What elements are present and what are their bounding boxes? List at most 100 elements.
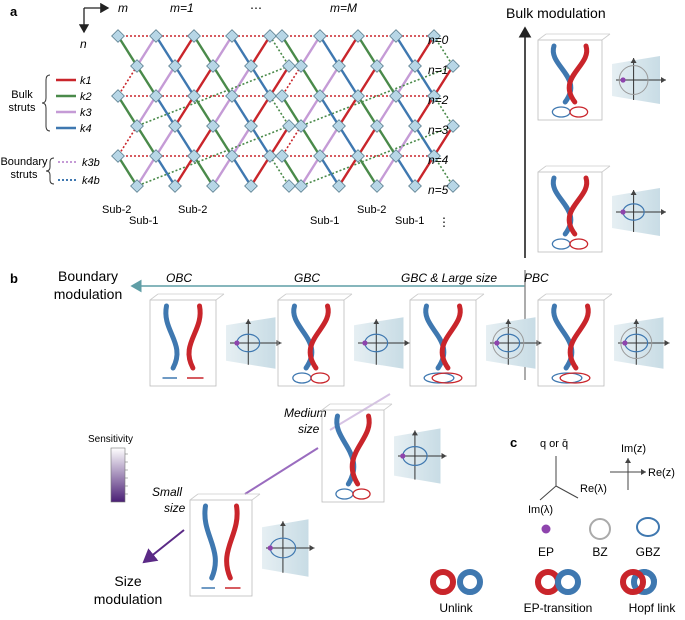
- lattice-strut: [280, 95, 303, 127]
- lattice-strut: [433, 35, 454, 67]
- lattice-node: [206, 119, 220, 133]
- row-labels: n=0 n=1 n=2 n=3 n=4 n=5 ⋮: [428, 33, 450, 229]
- legend-bulk-title: struts: [9, 102, 36, 114]
- box-edge: [189, 493, 199, 501]
- helix-panel-bulk-2: [537, 165, 666, 253]
- box-edge: [215, 293, 225, 301]
- blue-strand: [163, 303, 180, 371]
- lattice-strut: [299, 155, 322, 187]
- gray-circle-icon: [589, 518, 611, 540]
- lattice-strut: [249, 65, 272, 97]
- lattice-strut: [135, 35, 158, 67]
- lattice-strut: [337, 155, 360, 187]
- box-frame: [537, 171, 603, 253]
- lattice-node: [187, 89, 201, 103]
- lattice-node: [111, 29, 125, 43]
- symbol-key-label: GBZ: [636, 545, 661, 559]
- box-frame: [537, 39, 603, 121]
- ep-dot: [494, 340, 500, 346]
- condition-gbc-large: GBC & Large size: [401, 271, 497, 285]
- lattice-strut: [433, 155, 454, 187]
- size-small-label: Small: [152, 485, 182, 499]
- panel-label-b: b: [10, 271, 18, 286]
- ep-dot: [622, 340, 628, 346]
- box-edge: [601, 165, 611, 173]
- lattice-strut: [230, 35, 253, 67]
- symbol-key-label: EP: [538, 545, 554, 559]
- lattice-node: [332, 59, 346, 73]
- lattice-node: [408, 59, 422, 73]
- sub-label: Sub-2: [357, 204, 386, 216]
- lattice-strut: [394, 35, 417, 67]
- panel-label-a: a: [10, 4, 18, 19]
- box-edge: [251, 493, 261, 501]
- blue-strand: [202, 503, 218, 581]
- q-axis-label: q or q̄: [540, 438, 568, 450]
- lattice-node: [206, 179, 220, 193]
- size-modulation-label: modulation: [94, 591, 163, 607]
- lattice-strut: [268, 125, 291, 157]
- condition-obc: OBC: [166, 271, 192, 285]
- base-loop: [335, 488, 354, 500]
- lattice-strut: [432, 125, 455, 157]
- lattice-strut: [173, 65, 196, 97]
- box-edge: [409, 293, 419, 301]
- lattice-node: [427, 89, 441, 103]
- axes-key-3d: q or q̄ Im(λ) Re(λ): [528, 438, 607, 516]
- base-loop: [551, 238, 571, 250]
- lattice-strut: [280, 35, 303, 67]
- red-strand: [566, 43, 590, 105]
- lattice-strut: [135, 65, 158, 97]
- lattice-node: [427, 29, 441, 43]
- lattice-strut: [154, 125, 177, 157]
- box-edge: [343, 293, 353, 301]
- base-loop: [292, 372, 312, 384]
- lattice-node: [187, 149, 201, 163]
- size-modulation-label: Size: [114, 573, 141, 589]
- lattice-strut: [192, 155, 215, 187]
- lattice-strut: [356, 125, 379, 157]
- lattice-node: [408, 179, 422, 193]
- lattice-strut: [192, 95, 215, 127]
- box-edge: [537, 293, 547, 301]
- row-label: n=5: [428, 183, 449, 197]
- lattice-node: [206, 59, 220, 73]
- lattice-strut: [318, 65, 341, 97]
- helix-panel-obc: [149, 293, 282, 387]
- lattice-strut: [413, 95, 436, 127]
- lattice-strut: [135, 125, 158, 157]
- box-edge: [603, 293, 613, 301]
- lattice-strut: [154, 35, 177, 67]
- lattice-strut: [173, 35, 196, 67]
- axis-m-label: m: [118, 1, 128, 15]
- lattice-node: [351, 89, 365, 103]
- lattice-node: [130, 179, 144, 193]
- axis-n-label: n: [80, 37, 87, 51]
- lattice-strut: [269, 155, 290, 187]
- base-loop: [559, 372, 591, 384]
- red-strand: [567, 303, 591, 371]
- base-loop: [352, 488, 371, 500]
- lattice-strut: [154, 155, 177, 187]
- lattice-node: [225, 89, 239, 103]
- lattice-strut: [300, 65, 454, 127]
- lattice-node: [149, 29, 163, 43]
- box-edge: [383, 403, 393, 411]
- lattice-node: [446, 179, 460, 193]
- lattice-node: [446, 59, 460, 73]
- base-loop: [431, 372, 463, 384]
- sub-label: Sub-1: [129, 215, 158, 227]
- box-frame: [321, 409, 385, 503]
- legend-boundary-title: Boundary: [0, 156, 48, 168]
- base-loop: [423, 372, 455, 384]
- bz-circle: [618, 65, 649, 95]
- lattice-node: [389, 89, 403, 103]
- size-medium-label: size: [298, 422, 320, 436]
- box-frame: [277, 299, 345, 387]
- lattice-node: [294, 179, 308, 193]
- box-frame: [409, 299, 477, 387]
- lattice-strut: [356, 95, 379, 127]
- lattice-strut: [211, 125, 234, 157]
- base-loop: [551, 106, 571, 118]
